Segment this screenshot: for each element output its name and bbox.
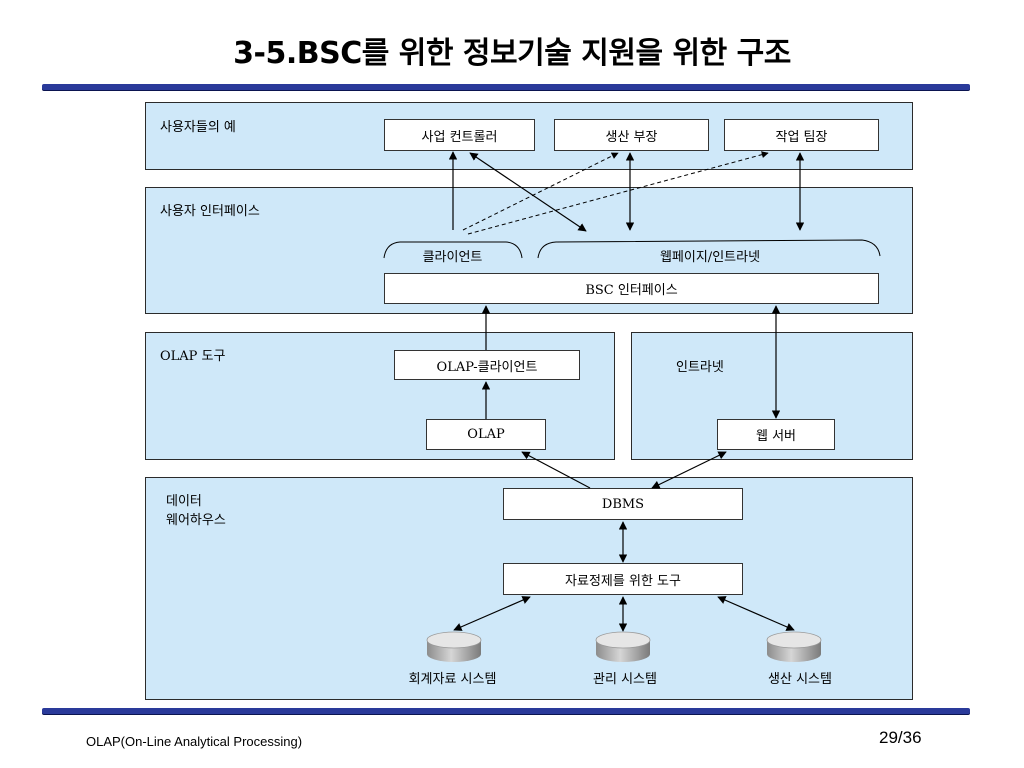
data-cleansing-tool-box: 자료정제를 위한 도구 — [503, 563, 743, 595]
webpage-intranet-label: 웹페이지/인트라넷 — [659, 250, 761, 265]
accounting-database-icon — [426, 631, 482, 662]
arrow-cleansing-production — [717, 596, 795, 631]
footer-text: OLAP(On-Line Analytical Processing) — [86, 734, 303, 749]
page-number: 29/36 — [879, 728, 922, 747]
arrow-dbms-webserver — [651, 451, 727, 489]
intranet-panel-label: 인트라넷 — [676, 360, 724, 375]
webpage-brace — [537, 239, 881, 259]
top-rule — [42, 84, 970, 90]
data-warehouse-label-line2: 웨어하우스 — [166, 513, 226, 528]
arrow-controller-to-webpage — [469, 152, 587, 232]
interface-panel-label: 사용자 인터페이스 — [160, 204, 260, 219]
olap-client-box: OLAP-클라이언트 — [394, 350, 580, 380]
production-manager-box: 생산 부장 — [554, 119, 709, 151]
team-leader-box: 작업 팀장 — [724, 119, 879, 151]
management-database-icon — [595, 631, 651, 662]
production-system-label: 생산 시스템 — [768, 672, 832, 687]
page-title: 3-5.BSC를 위한 정보기술 지원을 위한 구조 — [233, 36, 791, 71]
arrow-dbms-to-olap — [521, 451, 591, 489]
production-database-icon — [766, 631, 822, 662]
management-system-label: 관리 시스템 — [593, 672, 657, 687]
data-warehouse-label-line1: 데이터 — [166, 494, 202, 509]
client-label: 클라이언트 — [422, 250, 483, 265]
web-server-box: 웹 서버 — [717, 419, 835, 450]
client-brace — [383, 241, 523, 259]
olap-box: OLAP — [426, 419, 546, 450]
dbms-box: DBMS — [503, 488, 743, 520]
arrow-cleansing-accounting — [453, 596, 531, 631]
accounting-system-label: 회계자료 시스템 — [408, 672, 497, 687]
business-controller-box: 사업 컨트롤러 — [384, 119, 535, 151]
olap-tools-panel-label: OLAP 도구 — [160, 349, 226, 364]
bsc-interface-box: BSC 인터페이스 — [384, 273, 879, 304]
users-panel-label: 사용자들의 예 — [160, 120, 236, 135]
dashed-client-to-production — [462, 152, 619, 231]
dashed-client-to-team — [467, 151, 769, 235]
bottom-rule — [42, 708, 970, 714]
